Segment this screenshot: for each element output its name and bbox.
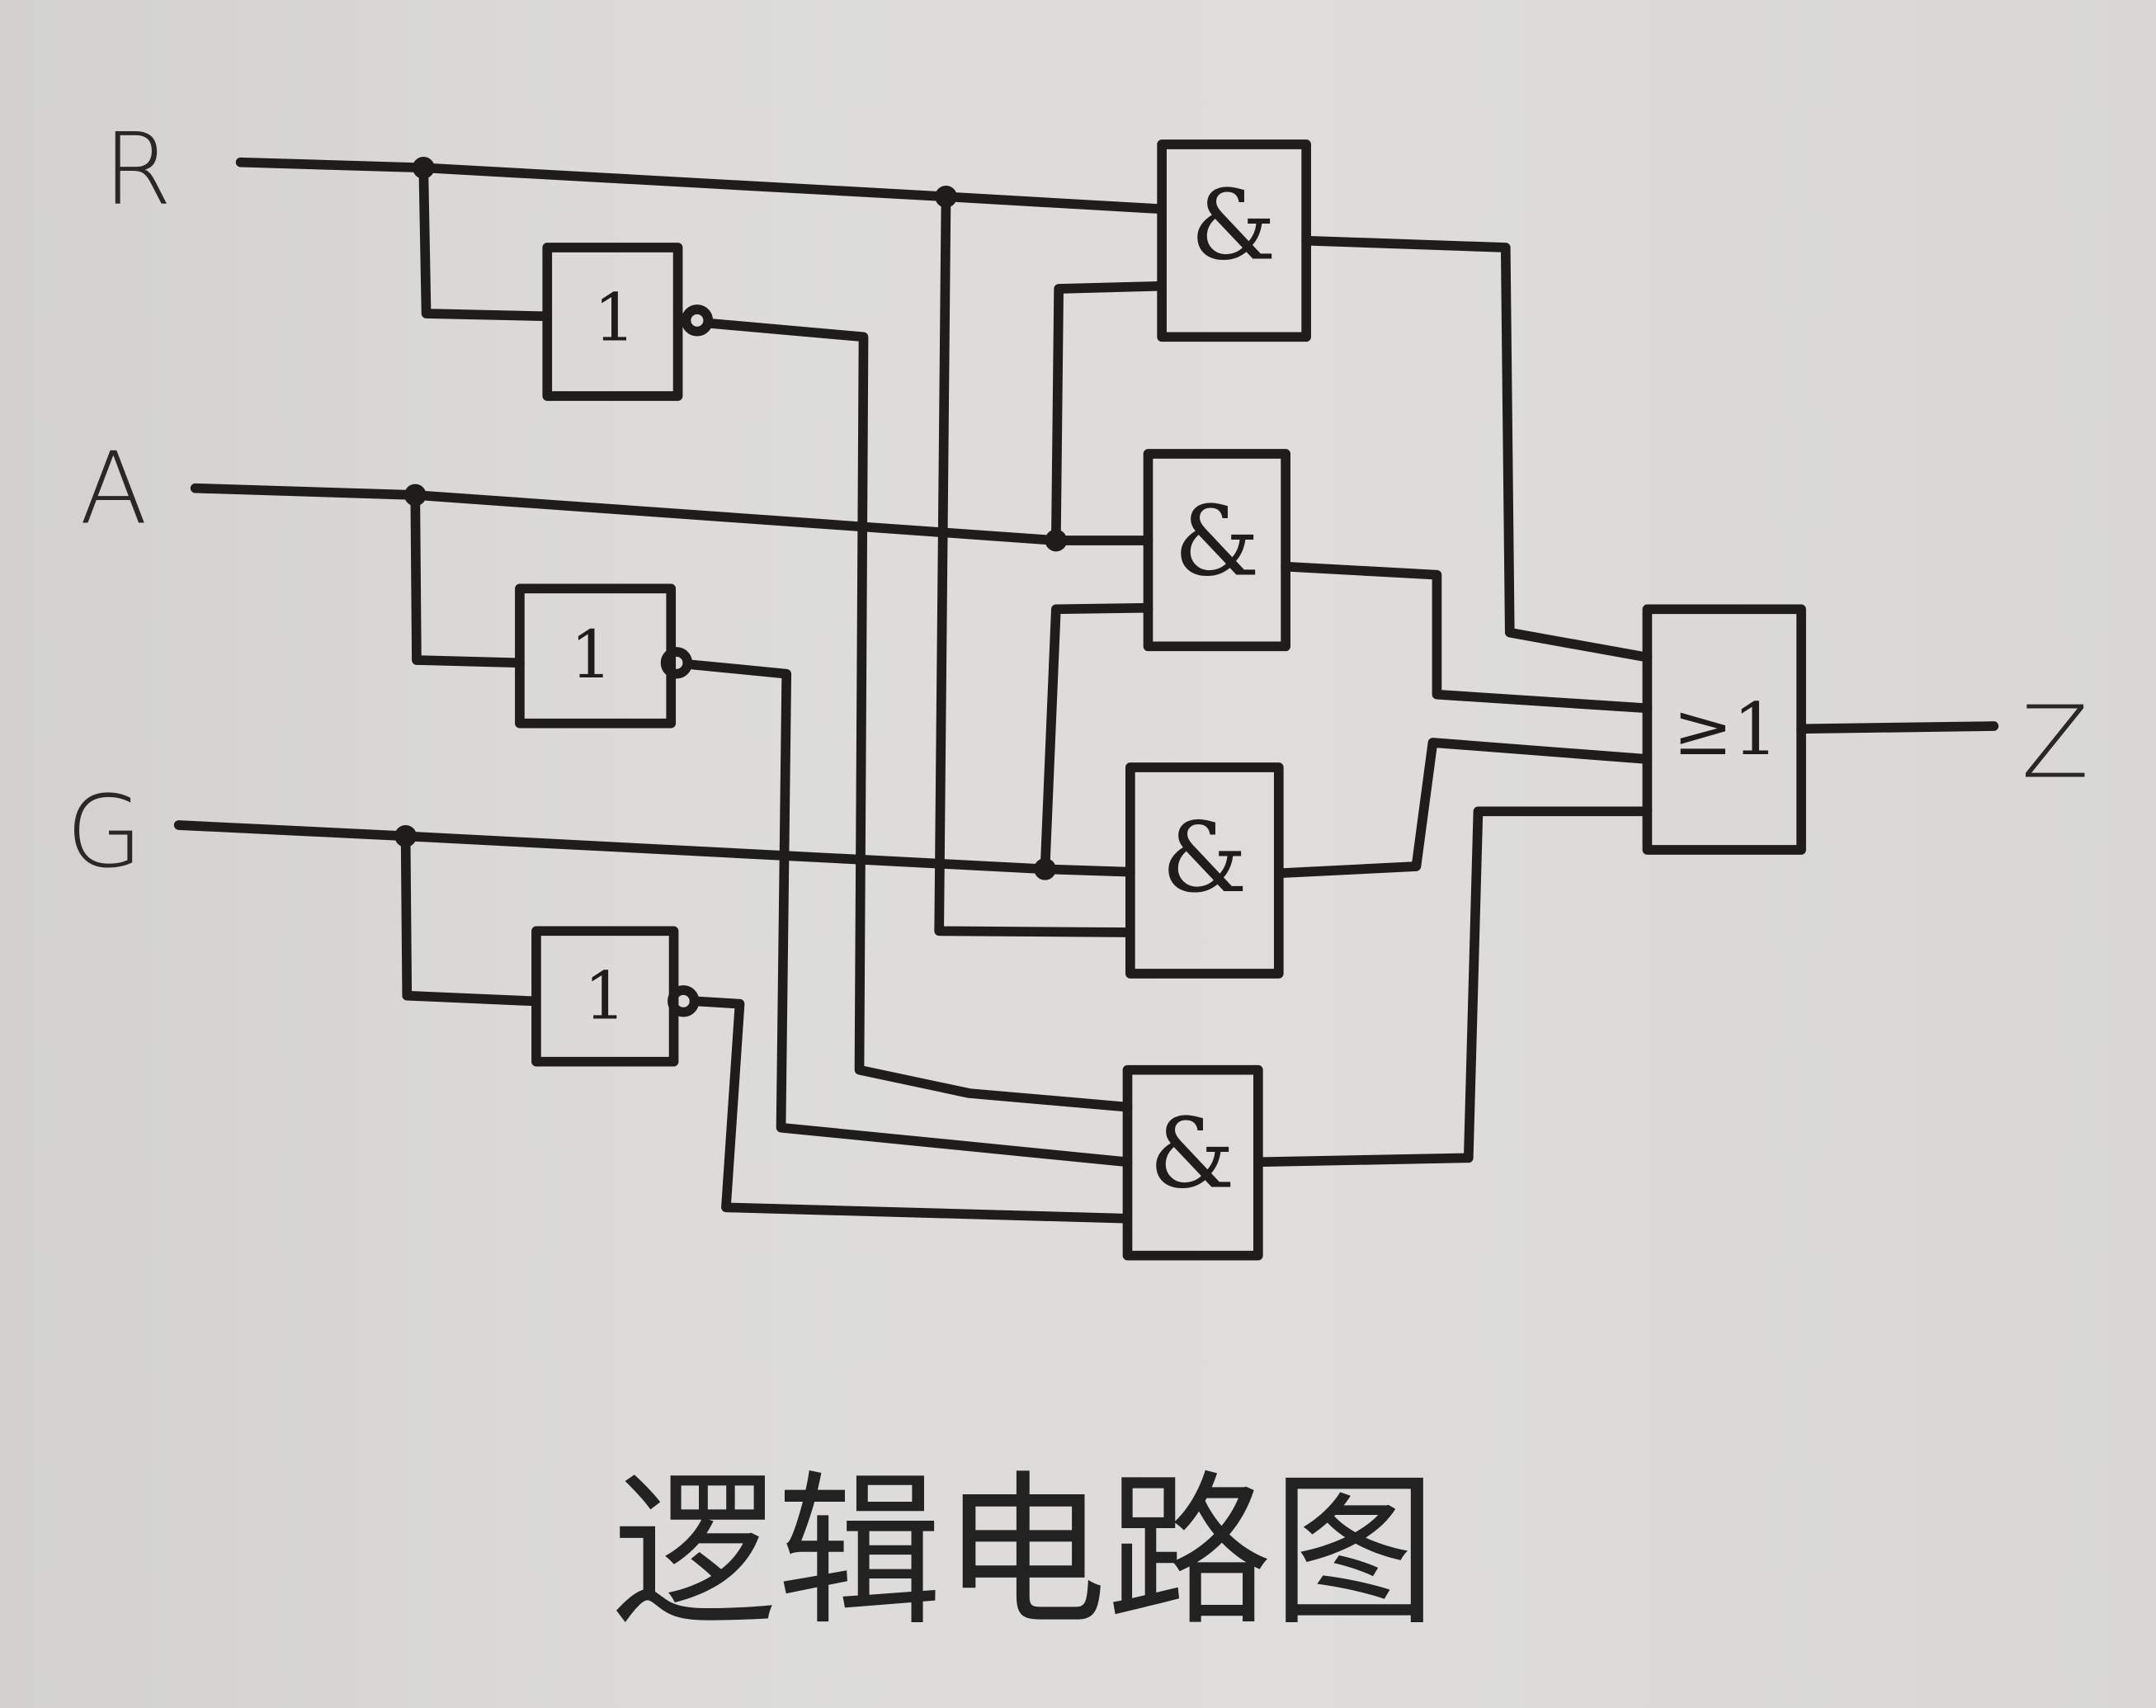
not-gate-a-symbol: 1 (570, 616, 612, 693)
wire-g (173, 602, 1153, 1007)
not-gate-g: 1 (531, 926, 700, 1067)
or-gate-symbol: ≥1 (1673, 689, 1779, 771)
wire-not-outputs (682, 318, 1133, 1224)
and-gate-3: & (1125, 762, 1284, 979)
and-gate-1-symbol: & (1191, 169, 1276, 281)
and-gate-4: & (1122, 1064, 1263, 1261)
wire-and-outputs (1253, 235, 1653, 1168)
and-gate-1: & (1157, 139, 1311, 342)
not-gate-a: 1 (515, 583, 693, 729)
not-gate-r: 1 (542, 243, 714, 401)
input-label-r: R (103, 113, 172, 228)
not-gate-r-symbol: 1 (593, 280, 635, 356)
or-gate: ≥1 (1642, 604, 1999, 855)
diagram-caption: 逻辑电路图 (612, 1456, 1437, 1649)
wire-a (190, 281, 1167, 668)
not-gate-g-symbol: 1 (584, 957, 626, 1034)
and-gate-4-symbol: & (1149, 1097, 1235, 1210)
output-label-z: Z (2022, 687, 2089, 801)
input-label-a: A (80, 432, 148, 546)
wire-r (235, 157, 1167, 937)
and-gate-2: & (1143, 449, 1290, 652)
and-gate-2-symbol: & (1174, 486, 1260, 598)
and-gate-3-symbol: & (1162, 802, 1248, 914)
input-label-g: G (66, 776, 143, 890)
